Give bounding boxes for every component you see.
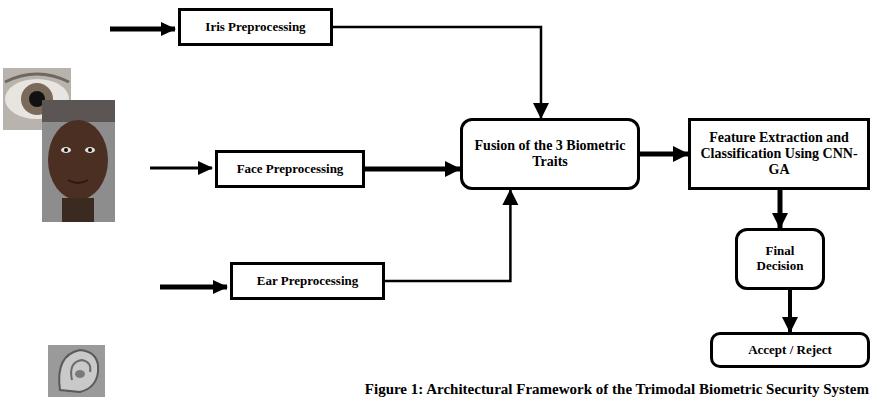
box-label: Final Decision <box>744 244 816 274</box>
decision-box: Final Decision <box>735 228 825 290</box>
input-arrow <box>110 27 175 32</box>
process-box: Feature Extraction and Classification Us… <box>688 118 870 190</box>
fusion-box: Fusion of the 3 Biometric Traits <box>460 118 640 190</box>
box-label: Accept / Reject <box>748 343 832 358</box>
ear-photo <box>48 345 105 397</box>
box-label: Fusion of the 3 Biometric Traits <box>469 138 631 170</box>
flow-arrow <box>778 190 783 228</box>
figure-caption: Figure 1: Architectural Framework of the… <box>365 380 869 398</box>
process-box: Ear Preprocessing <box>230 262 385 300</box>
flow-arrow <box>333 27 541 118</box>
input-arrow <box>160 285 227 290</box>
input-arrow <box>150 167 212 170</box>
face-photo <box>42 100 115 222</box>
terminal-box: Accept / Reject <box>710 332 870 368</box>
flow-arrow <box>385 190 510 281</box>
flow-arrow <box>788 290 792 332</box>
flow-arrow <box>640 152 688 157</box>
box-label: Face Preprocessing <box>237 162 344 177</box>
box-label: Ear Preprocessing <box>257 274 358 289</box>
box-label: Feature Extraction and Classification Us… <box>697 130 861 178</box>
process-box: Iris Preprocessing <box>178 8 333 46</box>
process-box: Face Preprocessing <box>215 150 365 188</box>
flow-arrow <box>365 167 460 172</box>
box-label: Iris Preprocessing <box>205 20 305 35</box>
